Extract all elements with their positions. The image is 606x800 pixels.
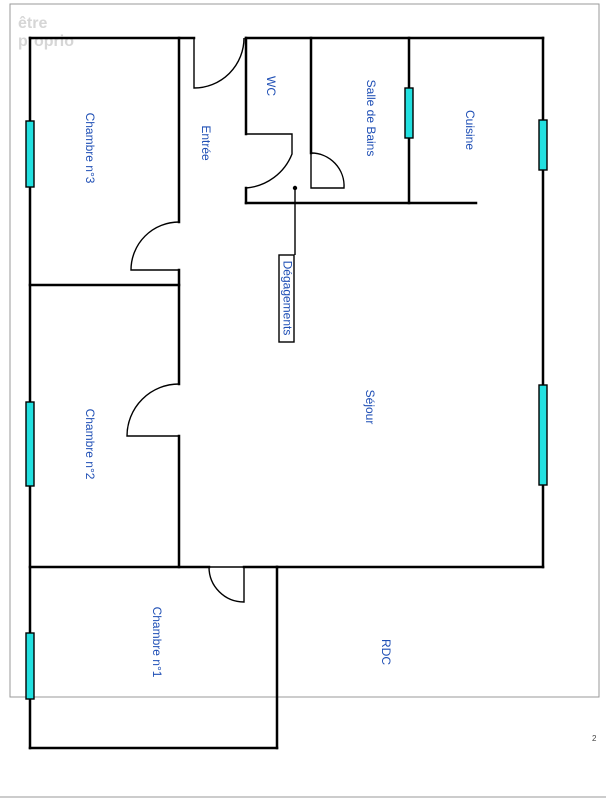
watermark-line-1: être <box>18 15 47 32</box>
page-number: 2 <box>592 734 597 743</box>
label-chambre-2: Chambre n°2 <box>83 409 97 480</box>
label-degagements: Dégagements <box>280 261 294 336</box>
window-sejour <box>538 384 548 486</box>
watermark-line-2: proprio <box>18 33 74 50</box>
interior-walls <box>28 36 478 569</box>
window-salle-de-bains <box>404 87 414 139</box>
window-chambre2 <box>25 401 35 487</box>
degagements-label-box <box>278 254 295 343</box>
page-frame <box>9 3 600 698</box>
label-sejour: Séjour <box>363 390 377 425</box>
degagements-marker <box>292 185 298 191</box>
label-cuisine: Cuisine <box>463 110 477 150</box>
label-salle-de-bains: Salle de Bains <box>364 80 378 157</box>
label-entree: Entrée <box>199 125 213 161</box>
doors <box>126 37 345 603</box>
label-chambre-3: Chambre n°3 <box>83 113 97 184</box>
window-cuisine <box>538 119 548 171</box>
window-chambre1 <box>25 632 35 700</box>
label-rdc: RDC <box>379 639 393 665</box>
label-chambre-1: Chambre n°1 <box>150 607 164 678</box>
label-wc: WC <box>264 76 278 96</box>
windows <box>25 87 548 700</box>
window-chambre3 <box>25 120 35 188</box>
